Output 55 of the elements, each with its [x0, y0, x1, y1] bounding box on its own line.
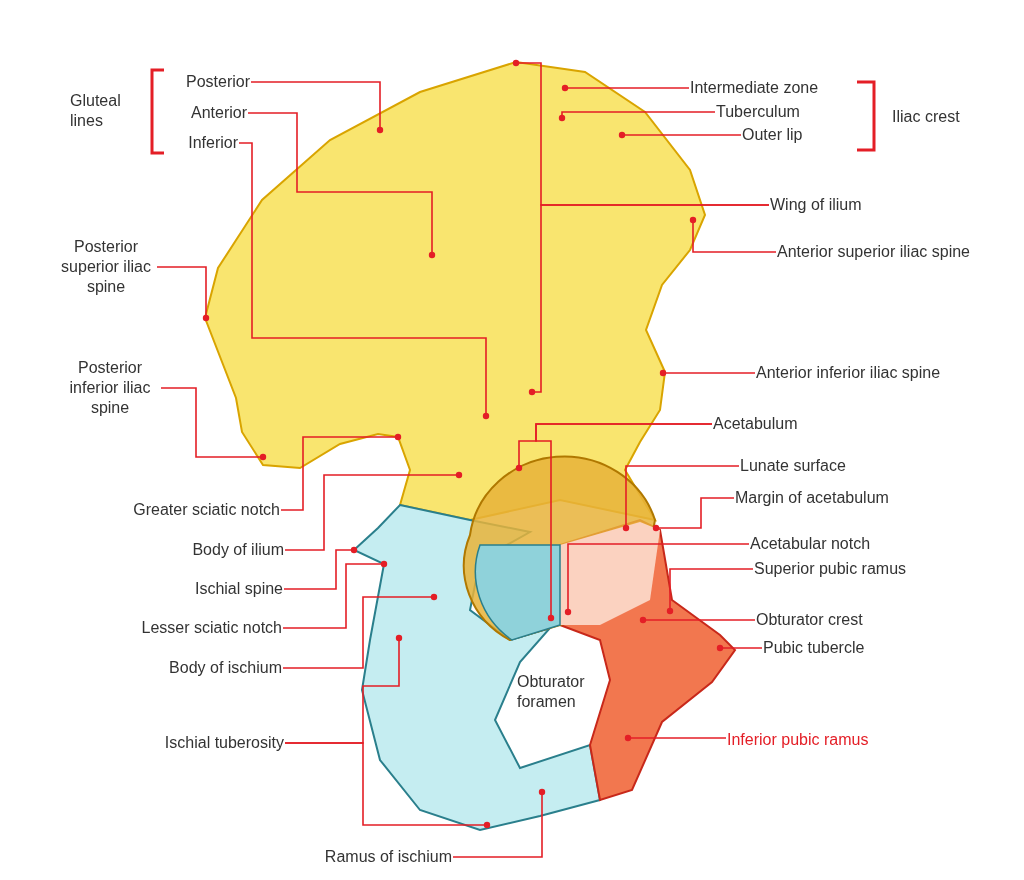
- leader-line: [716, 644, 763, 652]
- leader-line: [282, 560, 388, 629]
- leader-line: [284, 742, 491, 829]
- part-label: Posterior superior iliac spine: [56, 237, 156, 297]
- part-label: Acetabulum: [713, 414, 798, 434]
- leader-line: [250, 81, 384, 134]
- leader-line: [652, 497, 735, 532]
- part-label: Pubic tubercle: [763, 638, 865, 658]
- leader-line: [452, 788, 546, 858]
- part-label: Lunate surface: [740, 456, 846, 476]
- part-label: Ramus of ischium: [324, 847, 452, 867]
- part-label: Tuberculum: [716, 102, 800, 122]
- part-label: Margin of acetabulum: [735, 488, 889, 508]
- leader-line: [639, 616, 756, 624]
- part-label: Inferior: [188, 133, 238, 153]
- leader-line: [624, 734, 727, 742]
- leader-line: [666, 568, 754, 615]
- leader-line: [558, 111, 716, 122]
- leader-line: [247, 112, 436, 259]
- leader-line: [238, 142, 490, 420]
- part-label: Posterior: [185, 72, 250, 92]
- part-label: Outer lip: [742, 125, 803, 145]
- leader-line: [282, 593, 438, 669]
- region-label: Obturator foramen: [517, 672, 586, 712]
- part-label: Intermediate zone: [690, 78, 819, 98]
- part-label: Greater sciatic notch: [133, 500, 280, 520]
- leader-line: [689, 216, 777, 253]
- part-label: Wing of ilium: [770, 195, 862, 215]
- part-label: Anterior inferior iliac spine: [756, 363, 941, 383]
- part-label: Ischial tuberosity: [164, 733, 284, 753]
- leader-line: [561, 84, 690, 92]
- part-label: Anterior: [190, 103, 247, 123]
- leader-line: [564, 543, 750, 616]
- group-label: Gluteal lines: [70, 91, 122, 131]
- leader-line: [280, 433, 402, 511]
- leader-line: [659, 369, 756, 377]
- part-label: Obturator crest: [756, 610, 863, 630]
- part-label: Superior pubic ramus: [754, 559, 907, 579]
- part-label: Body of ilium: [192, 540, 284, 560]
- part-label: Lesser sciatic notch: [141, 618, 282, 638]
- leader-line: [156, 266, 210, 322]
- part-label: Posterior inferior iliac spine: [60, 358, 160, 418]
- part-label: Body of ischium: [169, 658, 282, 678]
- leader-line: [284, 471, 463, 551]
- leader-line: [160, 387, 267, 461]
- part-label: Inferior pubic ramus: [727, 730, 869, 750]
- part-label: Ischial spine: [194, 579, 283, 599]
- leader-line: [622, 465, 740, 532]
- leader-line: [283, 546, 358, 590]
- leader-line: [528, 204, 770, 396]
- group-label: Iliac crest: [892, 107, 960, 127]
- leader-line: [618, 131, 742, 139]
- part-label: Anterior superior iliac spine: [777, 242, 970, 262]
- part-label: Acetabular notch: [750, 534, 871, 554]
- leader-line: [535, 423, 713, 622]
